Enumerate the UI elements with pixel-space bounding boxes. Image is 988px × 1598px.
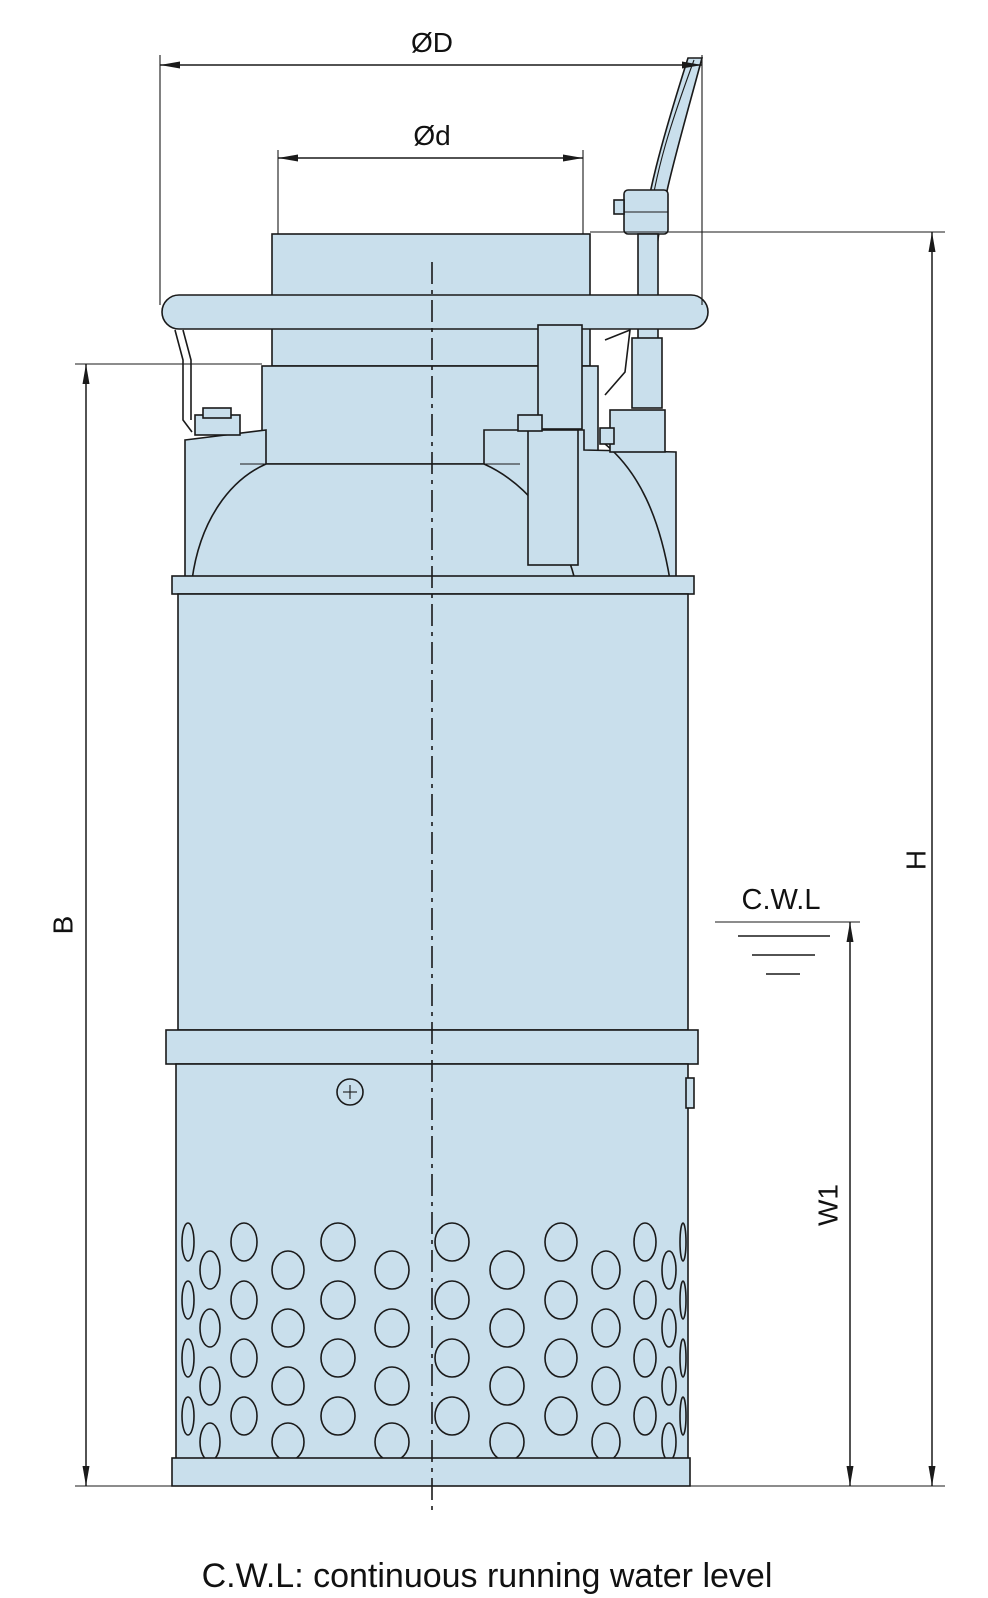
label-inner-diameter: Ød xyxy=(413,120,450,151)
strainer-hole xyxy=(544,1396,578,1436)
label-outer-diameter: ØD xyxy=(411,27,453,58)
strainer-hole xyxy=(661,1308,677,1348)
strainer-hole xyxy=(591,1422,621,1462)
strainer-hole xyxy=(661,1250,677,1290)
strainer-hole xyxy=(679,1222,687,1262)
strainer-hole xyxy=(544,1338,578,1378)
strainer-hole xyxy=(199,1422,221,1462)
strainer-hole xyxy=(230,1396,258,1436)
strainer-hole xyxy=(320,1222,356,1262)
strainer-hole xyxy=(633,1280,657,1320)
dimension-W1: W1 xyxy=(715,921,860,1486)
strainer-hole xyxy=(544,1280,578,1320)
water-level-symbol: C.W.L xyxy=(738,884,830,975)
strainer-hole xyxy=(661,1422,677,1462)
strainer-hole xyxy=(661,1366,677,1406)
strainer-hole xyxy=(489,1422,525,1462)
label-water-level-height: W1 xyxy=(812,1184,843,1226)
strainer-hole xyxy=(199,1308,221,1348)
strainer xyxy=(175,1063,695,1462)
strainer-hole xyxy=(679,1396,687,1436)
strainer-hole xyxy=(633,1222,657,1262)
strainer-hole xyxy=(544,1222,578,1262)
strainer-hole xyxy=(320,1338,356,1378)
strainer-hole xyxy=(271,1250,305,1290)
strainer-hole xyxy=(230,1280,258,1320)
strainer-hole xyxy=(271,1308,305,1348)
strainer-hole xyxy=(591,1250,621,1290)
dimension-Od: Ød xyxy=(277,120,584,234)
strainer-hole xyxy=(374,1366,410,1406)
dimension-B: B xyxy=(47,363,262,1487)
motor-casing xyxy=(177,593,689,1031)
strainer-hole xyxy=(320,1396,356,1436)
strainer-hole xyxy=(679,1280,687,1320)
caption: C.W.L: continuous running water level xyxy=(202,1557,773,1595)
strainer-hole xyxy=(489,1250,525,1290)
upper-flange xyxy=(171,575,695,595)
strainer-hole xyxy=(199,1366,221,1406)
strainer-hole xyxy=(489,1308,525,1348)
label-height-body: B xyxy=(47,916,78,935)
strainer-hole xyxy=(230,1338,258,1378)
strainer-hole xyxy=(489,1366,525,1406)
strainer-hole xyxy=(591,1308,621,1348)
strainer-hole xyxy=(679,1338,687,1378)
strainer-hole xyxy=(434,1280,470,1320)
screw-icon xyxy=(336,1078,364,1106)
dimension-OD: ØD xyxy=(159,27,703,305)
strainer-hole xyxy=(374,1422,410,1462)
strainer-hole xyxy=(199,1250,221,1290)
strainer-hole xyxy=(434,1396,470,1436)
dimension-H: H xyxy=(590,231,945,1487)
lifting-handle xyxy=(161,294,709,433)
motor-head xyxy=(184,407,677,581)
strainer-hole xyxy=(181,1396,195,1436)
strainer-hole xyxy=(320,1280,356,1320)
strainer-hole xyxy=(181,1222,195,1262)
strainer-hole xyxy=(434,1222,470,1262)
strainer-hole xyxy=(271,1422,305,1462)
strainer-hole xyxy=(633,1338,657,1378)
strainer-hole xyxy=(591,1366,621,1406)
base-ring xyxy=(171,1457,691,1487)
strainer-hole xyxy=(374,1250,410,1290)
strainer-hole xyxy=(181,1338,195,1378)
strainer-hole xyxy=(271,1366,305,1406)
label-water-level-mark: C.W.L xyxy=(742,884,821,916)
strainer-hole xyxy=(434,1338,470,1378)
strainer-hole xyxy=(181,1280,195,1320)
label-height-total: H xyxy=(900,850,931,870)
strainer-hole xyxy=(633,1396,657,1436)
strainer-hole xyxy=(230,1222,258,1262)
strainer-hole xyxy=(374,1308,410,1348)
